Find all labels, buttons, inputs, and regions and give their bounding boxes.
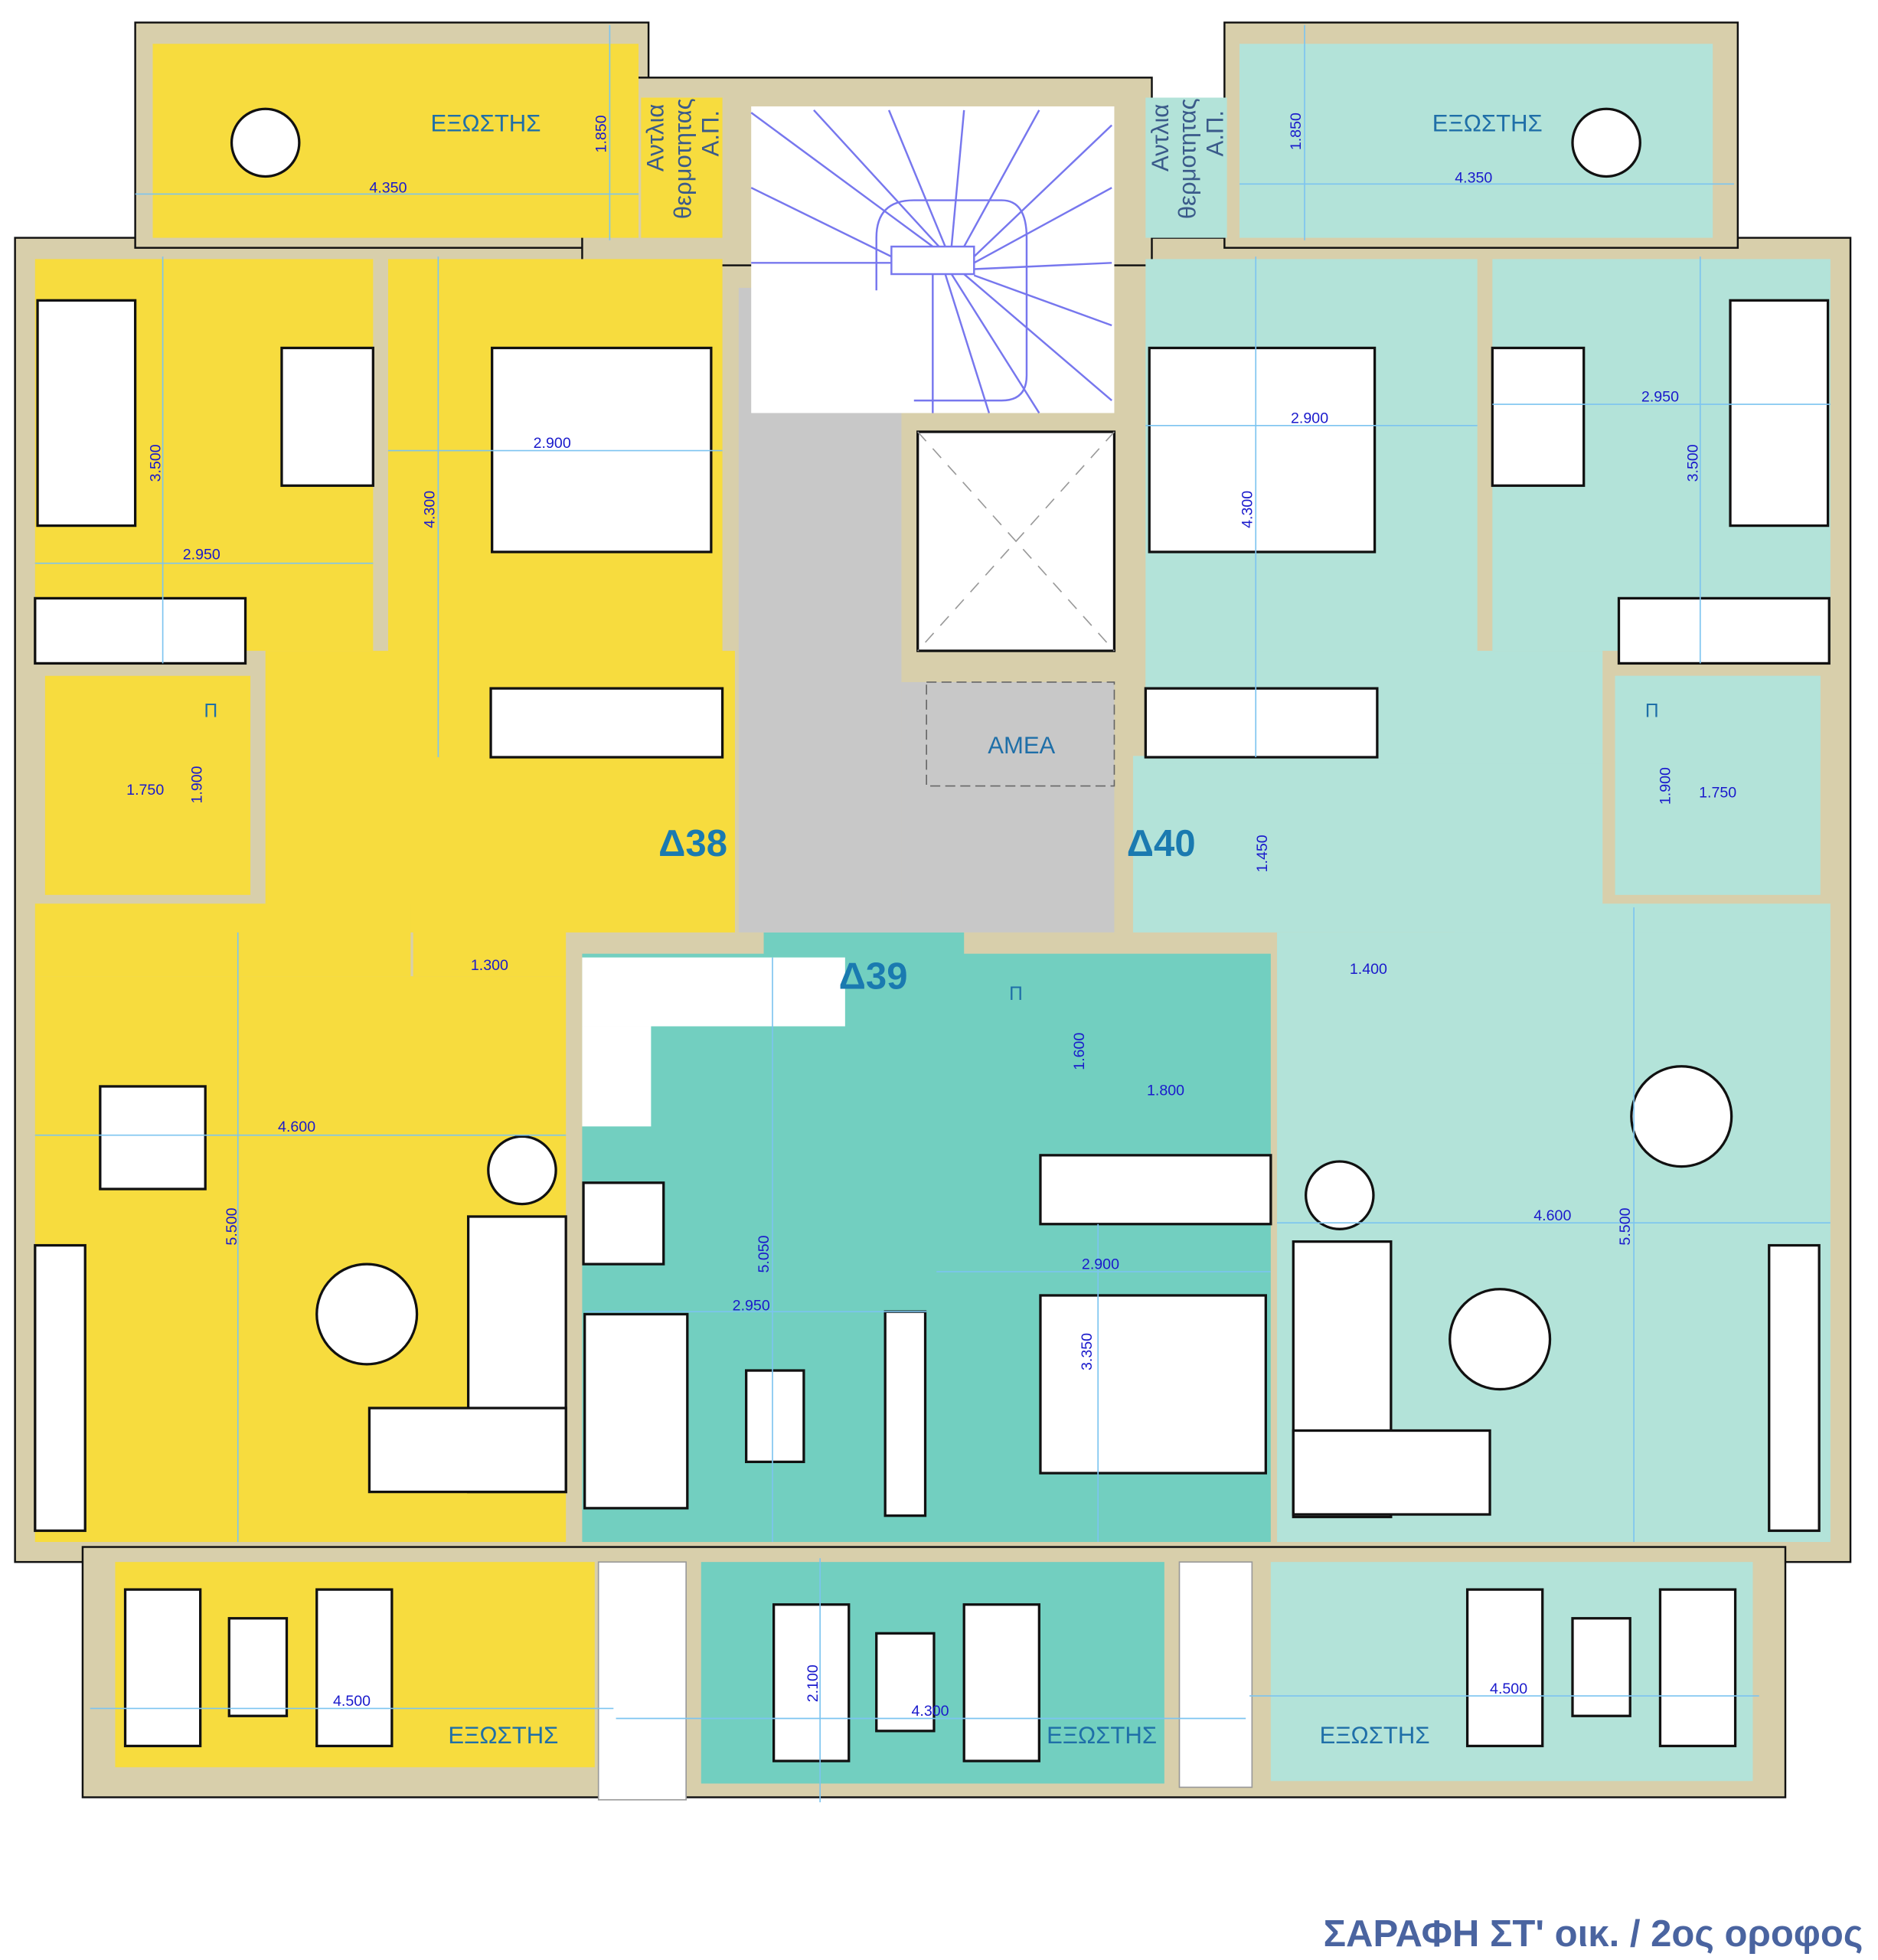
apartment-label-d40: Δ40 (1127, 823, 1196, 864)
dimension-label: 2.950 (183, 547, 220, 564)
dimension-label: 2.950 (733, 1298, 770, 1315)
dimension-label: 1.850 (593, 115, 609, 152)
dimensions-d40: 1.850 4.350 2.900 4.300 2.950 3.500 1.90… (1239, 113, 1736, 1697)
apartment-label-d38: Δ38 (658, 823, 727, 864)
heat-pump-label: Αντλια (1147, 104, 1174, 172)
closet-label: Π (1009, 984, 1023, 1004)
dimension-label: 1.900 (188, 766, 205, 803)
dimension-label: 1.600 (1071, 1033, 1088, 1070)
dimension-label: 4.350 (369, 180, 407, 197)
closet-label: Π (204, 701, 218, 722)
balcony-label: ΕΞΩΣΤΗΣ (1320, 1722, 1430, 1749)
dimension-label: 5.050 (756, 1235, 772, 1272)
dimension-label: 1.450 (1254, 835, 1271, 872)
dimension-label: 2.900 (1291, 410, 1328, 427)
heat-pump-label: Αντλια (642, 104, 669, 172)
staircase (750, 106, 1115, 414)
elevator-shaft (916, 430, 1116, 652)
balcony-label: ΕΞΩΣΤΗΣ (448, 1722, 558, 1749)
dimension-label: 3.500 (1685, 444, 1702, 482)
dimension-label: 2.950 (1641, 389, 1679, 406)
dimension-label: 4.300 (1239, 491, 1256, 528)
heat-pump-label: Α.Π. (1202, 110, 1229, 156)
heat-pump-label-d40: Αντλια θερμοτητας Α.Π. (1147, 98, 1229, 219)
fixtures (582, 675, 1821, 1801)
heat-pump-label: Α.Π. (697, 110, 724, 156)
dimension-label: 5.500 (1617, 1207, 1634, 1245)
dimension-label: 3.350 (1079, 1333, 1096, 1370)
dimension-label: 1.850 (1288, 113, 1305, 150)
dimension-label: 1.750 (1699, 784, 1736, 801)
balcony-label: ΕΞΩΣΤΗΣ (1047, 1722, 1157, 1749)
heat-pump-label: θερμοτητας (670, 98, 697, 219)
dimension-label: 1.300 (471, 957, 508, 974)
dimension-label: 1.900 (1658, 767, 1674, 805)
dimension-label: 1.750 (126, 782, 164, 799)
dimension-label: 4.350 (1455, 170, 1492, 187)
balcony-label: ΕΞΩΣΤΗΣ (1432, 110, 1543, 137)
apartment-label-d39: Δ39 (839, 956, 908, 997)
dimension-label: 5.500 (224, 1207, 240, 1245)
dimensions-d39: 1.600 1.800 5.050 2.950 2.900 3.350 2.10… (733, 1033, 1184, 1720)
dimension-label: 1.400 (1350, 961, 1387, 978)
balcony-label: ΕΞΩΣΤΗΣ (431, 110, 541, 137)
accessible-label: ΑΜΕΑ (988, 732, 1055, 759)
heat-pump-label-d38: Αντλια θερμοτητας Α.Π. (642, 98, 724, 219)
dimension-label: 1.800 (1147, 1082, 1184, 1099)
room-labels: ΕΞΩΣΤΗΣ ΕΞΩΣΤΗΣ ΕΞΩΣΤΗΣ ΕΞΩΣΤΗΣ ΕΞΩΣΤΗΣ … (204, 98, 1659, 1749)
accessible-zone (926, 681, 1115, 787)
dimension-lines (34, 24, 1831, 1803)
plan-title: ΣΑΡΑΦΗ ΣΤ' οικ. / 2ος οροφος (1324, 1913, 1863, 1955)
dimension-label: 2.900 (1082, 1256, 1119, 1273)
dimension-label: 4.300 (912, 1703, 949, 1720)
heat-pump-label: θερμοτητας (1174, 98, 1201, 219)
dimension-label: 4.500 (1490, 1681, 1527, 1697)
dimension-label: 4.500 (333, 1693, 371, 1710)
furniture (34, 107, 1831, 1762)
dimension-label: 4.600 (278, 1119, 315, 1135)
closet-label: Π (1645, 701, 1659, 722)
dimensions-d38: 4.350 1.850 2.900 4.300 3.500 2.950 1.75… (126, 115, 609, 1710)
dimension-label: 2.900 (534, 435, 571, 452)
dimension-label: 4.300 (421, 491, 438, 528)
dimension-label: 3.500 (147, 444, 164, 482)
dimension-label: 2.100 (805, 1664, 821, 1702)
dimension-label: 4.600 (1533, 1207, 1571, 1224)
